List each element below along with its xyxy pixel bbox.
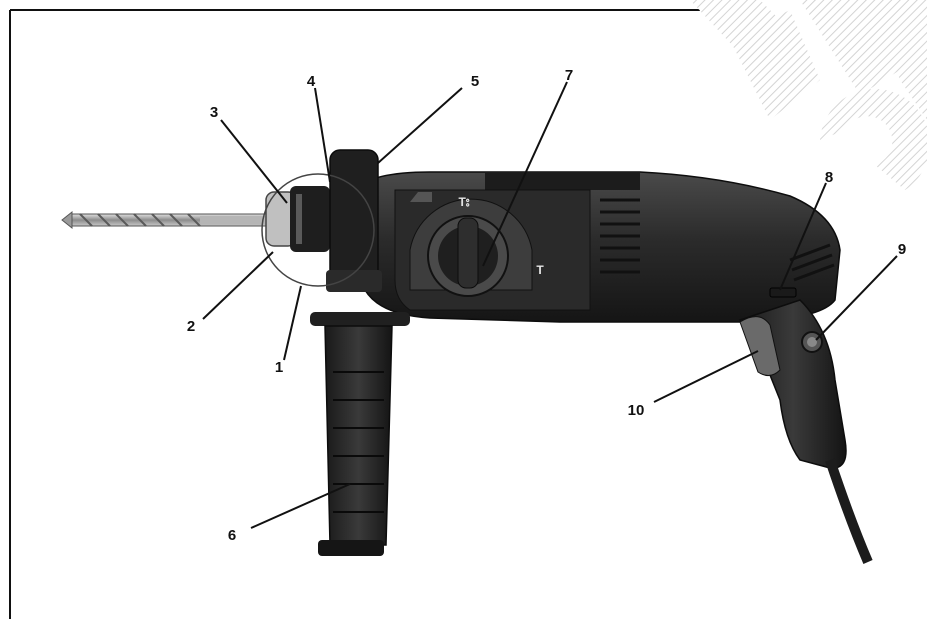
leader-lines	[202, 81, 898, 529]
drill-bit	[61, 210, 271, 230]
callout-10: 10	[628, 402, 645, 419]
lock-button[interactable]	[410, 192, 432, 202]
mode-symbol-hammer: T	[536, 263, 544, 277]
watermark-logo	[690, 0, 927, 190]
auxiliary-side-handle[interactable]	[310, 312, 410, 556]
chuck-detail-circle	[261, 173, 375, 287]
callout-3: 3	[210, 104, 218, 121]
callout-6: 6	[228, 527, 236, 544]
mode-selector-switch[interactable]	[427, 215, 509, 297]
chuck	[265, 186, 330, 252]
callout-1: 1	[275, 359, 283, 376]
callout-2: 2	[187, 318, 195, 335]
page-frame	[9, 9, 700, 619]
trigger-switch[interactable]	[739, 316, 781, 376]
mode-symbol-drill-hammer: T⦂	[459, 195, 470, 209]
callout-5: 5	[471, 73, 479, 90]
lock-on-button[interactable]	[801, 331, 823, 353]
auxiliary-handle-collar	[326, 149, 382, 292]
callout-4: 4	[307, 73, 316, 90]
rotation-switch[interactable]	[769, 287, 797, 298]
power-cord	[825, 458, 873, 564]
callout-8: 8	[825, 169, 833, 186]
callout-7: 7	[565, 67, 573, 84]
callout-9: 9	[898, 241, 906, 258]
